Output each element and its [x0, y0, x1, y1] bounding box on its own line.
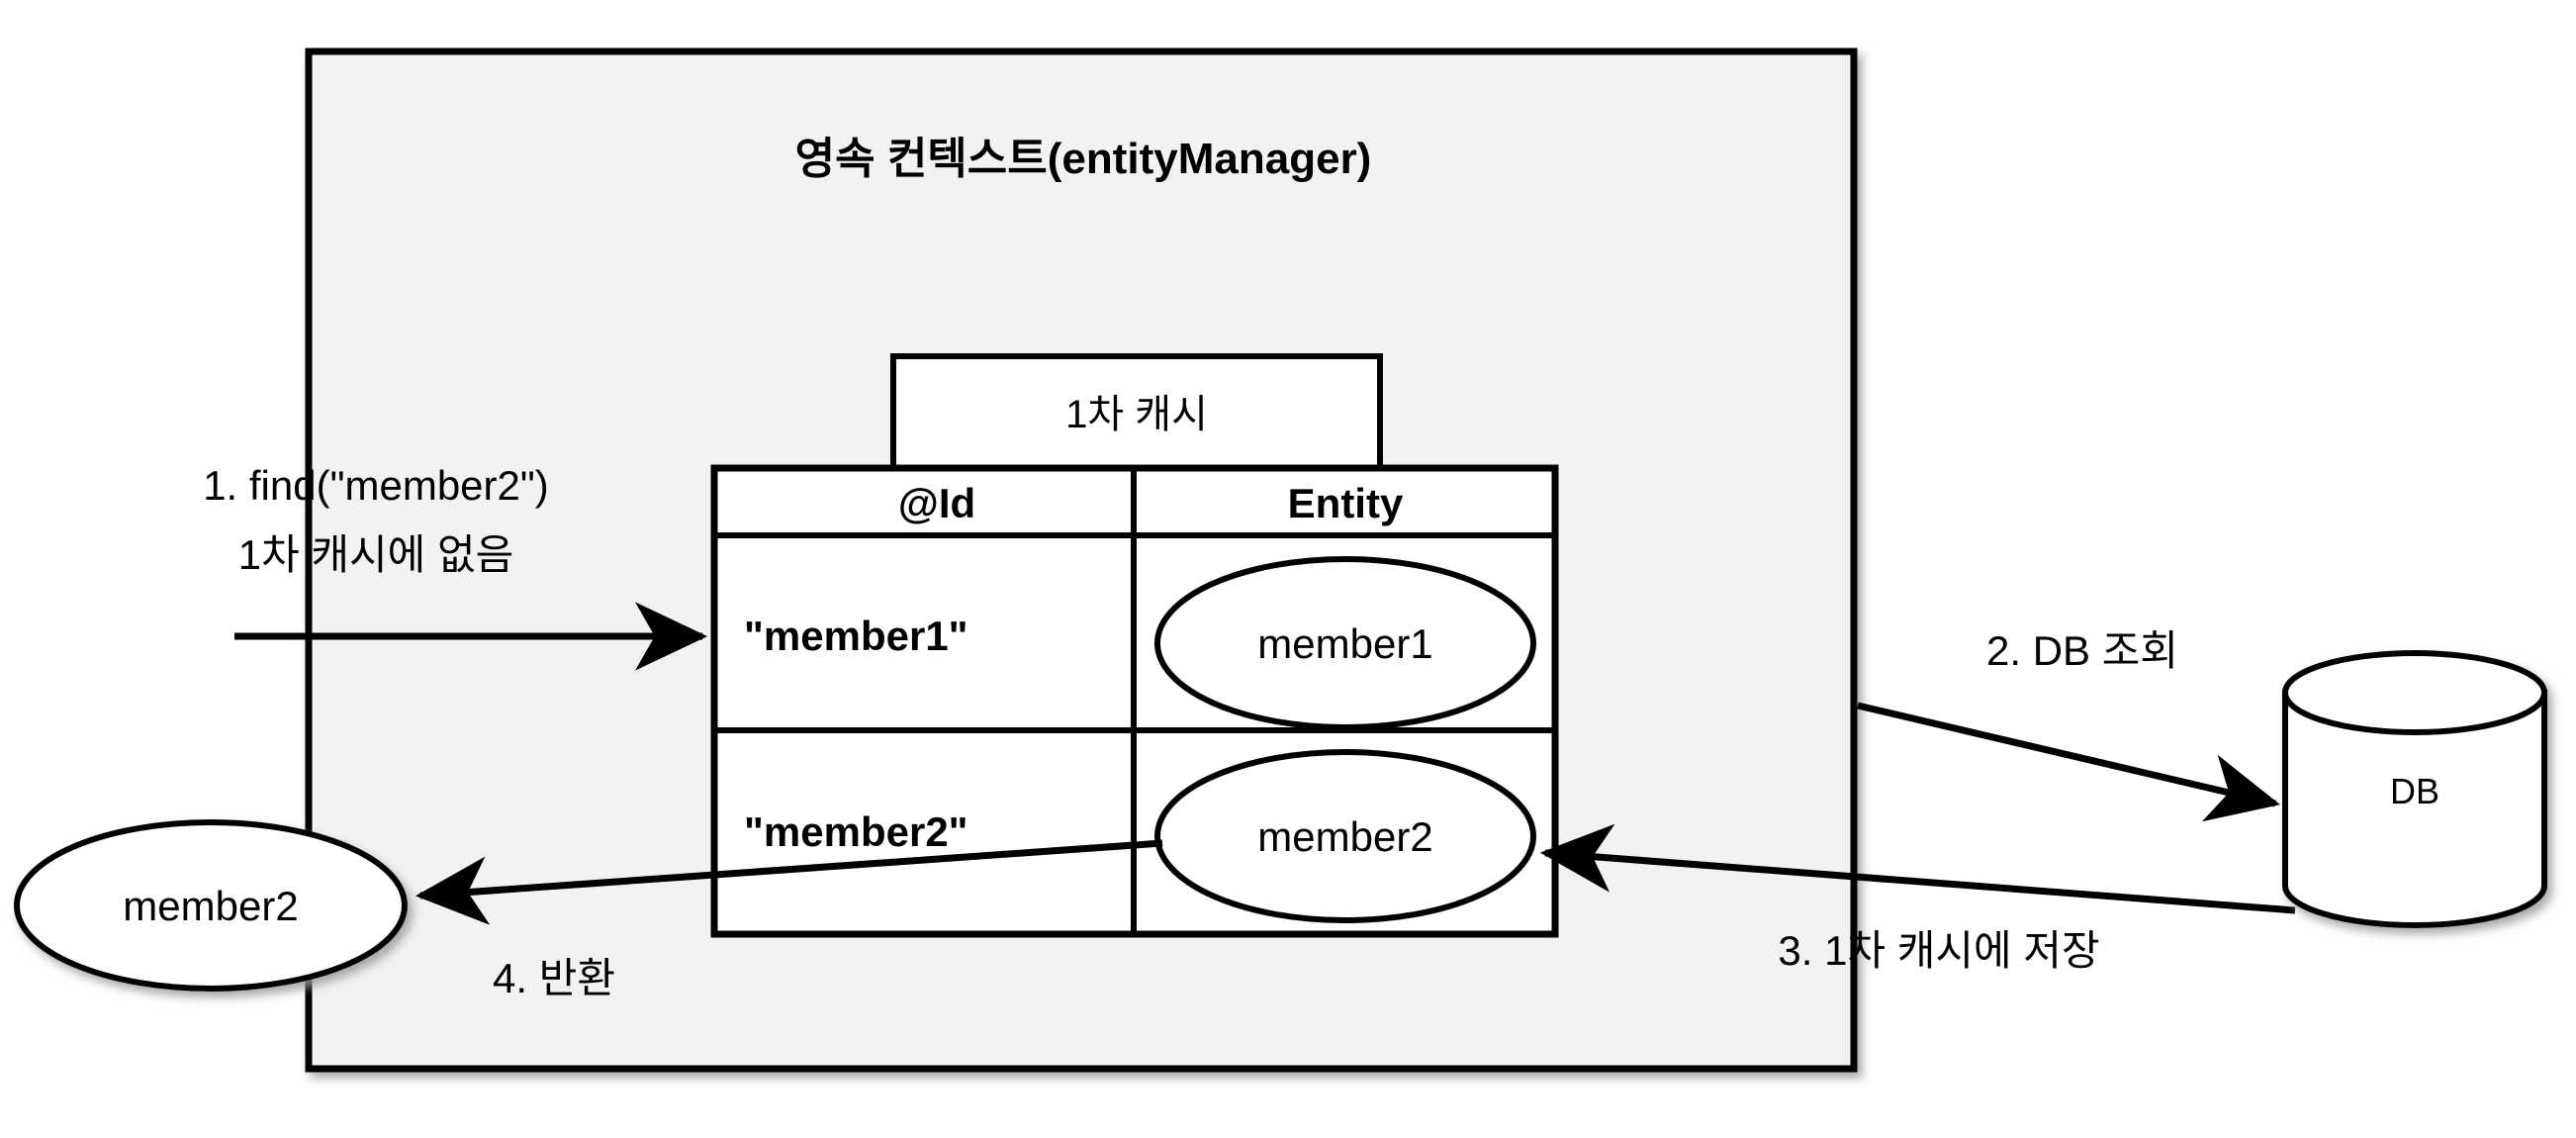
- cache-table-outer-border: [710, 464, 1559, 938]
- entity-ellipse-member2-label: member2: [1257, 813, 1432, 860]
- step-3-label: 3. 1차 캐시에 저장: [1778, 927, 2099, 974]
- cache-table-row-1-id: "member1": [744, 613, 968, 659]
- step-2-label: 2. DB 조회: [1986, 627, 2178, 674]
- database-cylinder-group: DB: [2282, 650, 2547, 928]
- database-cylinder-body: [2282, 690, 2547, 928]
- returned-entity-label: member2: [123, 883, 298, 929]
- returned-entity-group: member2: [14, 819, 408, 992]
- database-cylinder-shape: [2282, 650, 2547, 928]
- step-2-arrow: [1857, 702, 2280, 822]
- step-3-arrow: [1539, 823, 2296, 914]
- database-cylinder-top: [2282, 650, 2547, 735]
- entity-ellipse-member2-group: member2: [1154, 749, 1536, 923]
- step-2-arrow-group: 2. DB 조회: [1857, 627, 2280, 822]
- step-1-arrow-group: 1. find("member2") 1차 캐시에 없음: [203, 462, 708, 671]
- entity-ellipse-member1-label: member1: [1257, 620, 1432, 667]
- first-level-cache-label: 1차 캐시: [1065, 393, 1208, 436]
- returned-entity-ellipse: [14, 819, 408, 992]
- step-3-arrow-group: 3. 1차 캐시에 저장: [1539, 823, 2296, 974]
- first-level-cache-label-box: 1차 캐시: [890, 353, 1383, 474]
- cache-table-row-2-id: "member2": [744, 808, 968, 855]
- step-1-label-line1: 1. find("member2"): [203, 462, 549, 509]
- step-4-arrow: [414, 839, 1163, 925]
- step-1-label-line2: 1차 캐시에 없음: [238, 531, 514, 578]
- entity-ellipse-member2: [1154, 749, 1536, 923]
- step-4-arrow-group: 4. 반환: [414, 839, 1163, 1001]
- cache-table-header-id: @Id: [898, 480, 975, 526]
- step-4-label: 4. 반환: [493, 955, 615, 1001]
- first-level-cache-box-rect: [890, 353, 1383, 474]
- database-label: DB: [2390, 771, 2439, 811]
- cache-table-header-entity: Entity: [1288, 480, 1404, 526]
- persistence-context-title: 영속 컨텍스트(entityManager): [795, 135, 1372, 183]
